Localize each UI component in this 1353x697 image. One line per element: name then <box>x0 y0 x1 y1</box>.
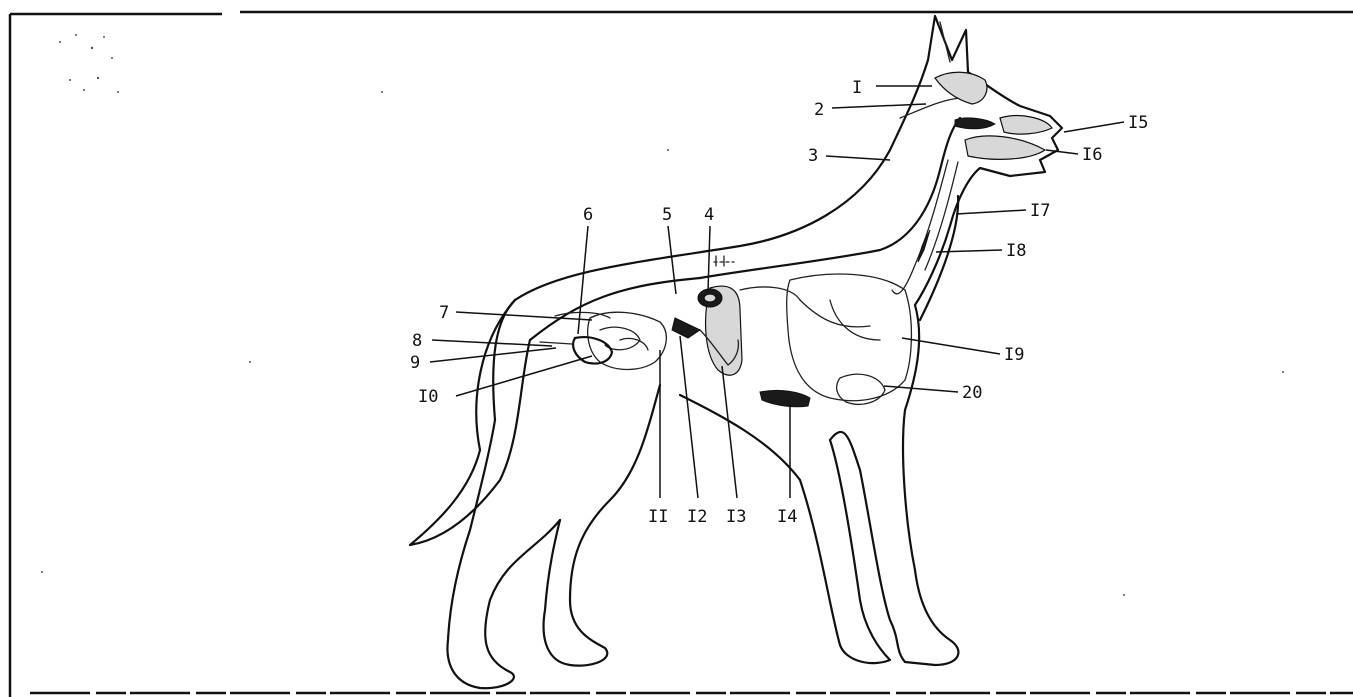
spleen-shape <box>760 390 810 406</box>
nasal-shape <box>1000 116 1052 134</box>
label-8: 8 <box>412 331 422 351</box>
label-15: I5 <box>1128 113 1148 133</box>
label-14: I4 <box>777 507 797 527</box>
label-6: 6 <box>583 205 593 225</box>
label-18: I8 <box>1006 241 1026 261</box>
label-1: I <box>852 78 862 98</box>
label-group: I 2 3 4 5 6 7 8 9 I0 II I2 I3 I4 I5 I6 I… <box>410 78 1148 527</box>
label-5: 5 <box>662 205 672 225</box>
internal-organs <box>540 72 1052 407</box>
label-13: I3 <box>726 507 746 527</box>
label-7: 7 <box>439 303 449 323</box>
label-3: 3 <box>808 146 818 166</box>
mouth-shape <box>965 136 1045 159</box>
label-10: I0 <box>418 387 438 407</box>
brain-shape <box>935 72 987 104</box>
label-16: I6 <box>1082 145 1102 165</box>
label-9: 9 <box>410 353 420 373</box>
label-12: I2 <box>687 507 707 527</box>
label-4: 4 <box>704 205 714 225</box>
label-11: II <box>648 507 668 527</box>
label-19: I9 <box>1004 345 1024 365</box>
label-17: I7 <box>1030 201 1050 221</box>
label-20: 20 <box>962 383 982 403</box>
lung-outline <box>787 274 912 401</box>
label-2: 2 <box>814 100 824 120</box>
